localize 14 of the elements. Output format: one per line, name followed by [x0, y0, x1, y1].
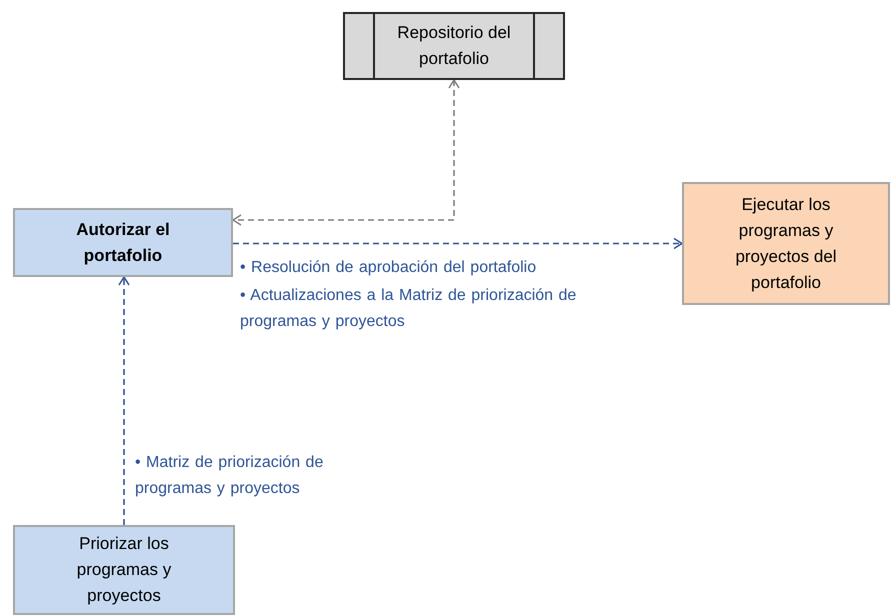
process-box: [13, 525, 235, 615]
process-box: [13, 208, 233, 277]
node-text: Priorizar los programas y proyectos: [76, 533, 172, 607]
dashed-arrow: [232, 79, 460, 226]
bullet-text: • Actualizaciones a la Matriz de priorización de programas y proyectos: [240, 286, 578, 332]
predefined-process-box: [343, 12, 565, 80]
bullet-text: • Matriz de priorización de programas y proyectos: [135, 453, 324, 499]
bullet-text: • Resolución de aprobación del portafolio: [240, 258, 538, 278]
node-text: Autorizar el portafolio: [75, 218, 171, 266]
node-text: Ejecutar los programas y proyectos del portafolio: [734, 194, 838, 294]
node-text: Repositorio del portafolio: [396, 22, 512, 70]
dashed-arrow: [233, 238, 683, 250]
dashed-arrow: [118, 276, 130, 525]
process-box: [682, 182, 890, 305]
